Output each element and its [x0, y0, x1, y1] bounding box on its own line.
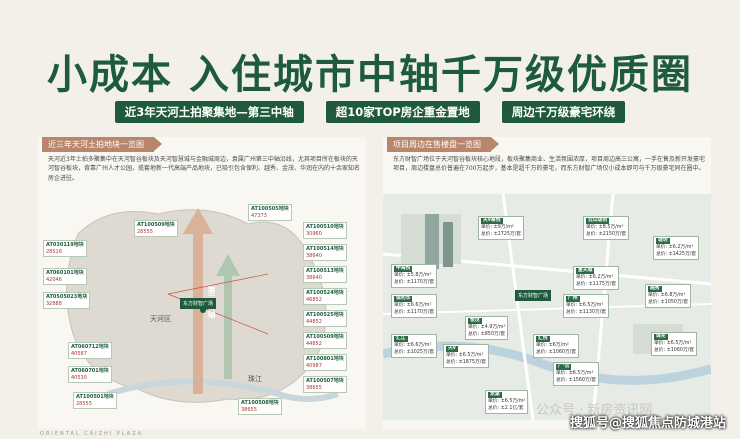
land-auction-panel: 近三年天河土拍地块一览图 天河近3年土拍多聚集中在天河智谷板块及天河智慧城与金融… [38, 137, 366, 429]
panel-tag: 近三年天河土拍地块一览图 [42, 137, 162, 152]
place-label: 珠江 [248, 375, 262, 383]
nearby-projects-panel: 项目周边在售楼盘一览图 东方财智广场位于天河智谷板块核心地段，板块聚集商业、生活… [381, 137, 713, 429]
street-map-graphic [381, 193, 713, 421]
watermark-left: 公众号 · 新房资讯网 [536, 403, 653, 418]
panel-tag: 项目周边在售楼盘一览图 [387, 137, 499, 152]
page-title: 小成本 入住城市中轴千万级优质圈 [47, 52, 693, 98]
highlight-pills: 近3年天河土拍聚集地—第三中轴 超10家TOP房企重金置地 周边千万级豪宅环绕 [0, 101, 740, 123]
highlight-pill: 超10家TOP房企重金置地 [325, 101, 480, 123]
watermark-right: 搜狐号@搜狐焦点防城港站 [569, 416, 726, 431]
highlight-pill: 周边千万级豪宅环绕 [501, 101, 626, 123]
highlight-pill: 近3年天河土拍聚集地—第三中轴 [114, 101, 304, 123]
panel-description: 东方财智广场位于天河智谷板块核心地段，板块聚集商业、生活氛围浓厚，项目周边高三公… [393, 156, 706, 173]
place-label: 天河区 [150, 315, 171, 323]
project-pin: 东方财智广场 [515, 290, 552, 301]
project-pin: 东方财智广场 [180, 298, 217, 309]
footer-brand: ORIENTAL CAIZHI PLAZA [40, 431, 144, 437]
panel-description: 天河近3年土拍多聚集中在天河智谷板块及天河智慧城与金融城周边，袁属广州第三中轴沿… [48, 156, 361, 182]
